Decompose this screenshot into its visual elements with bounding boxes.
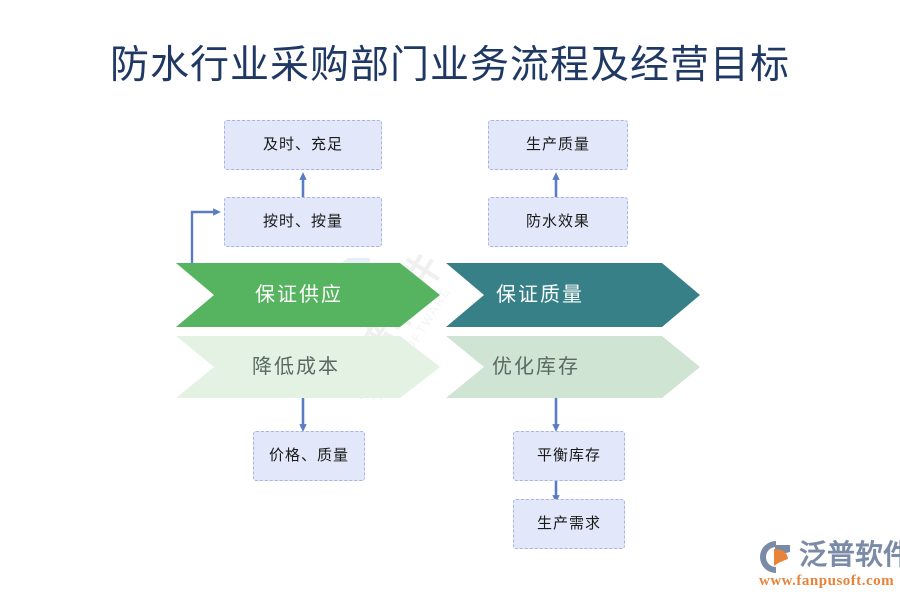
box-waterproof-effect[interactable]: 防水效果 bbox=[488, 197, 628, 247]
box-price-quality[interactable]: 价格、质量 bbox=[253, 431, 365, 481]
chevron-guarantee-supply bbox=[176, 263, 440, 327]
connector-supply-to-ontime bbox=[190, 208, 221, 263]
chevron-label-optimize-inventory: 优化库存 bbox=[492, 356, 580, 378]
box-timely-sufficient[interactable]: 及时、充足 bbox=[224, 120, 382, 170]
box-production-quality[interactable]: 生产质量 bbox=[488, 120, 628, 170]
box-production-demand[interactable]: 生产需求 bbox=[513, 499, 625, 549]
chevron-label-reduce-cost: 降低成本 bbox=[252, 356, 340, 378]
page-title: 防水行业采购部门业务流程及经营目标 bbox=[109, 44, 790, 87]
chevron-reduce-cost bbox=[176, 336, 440, 398]
box-on-time-on-quantity[interactable]: 按时、按量 bbox=[224, 197, 382, 247]
logo-name: 泛普软件 bbox=[799, 539, 900, 570]
logo-url: www.fanpusoft.com bbox=[759, 573, 895, 589]
chevron-label-guarantee-supply: 保证供应 bbox=[255, 284, 343, 306]
chevron-label-guarantee-quality: 保证质量 bbox=[496, 284, 584, 306]
chevron-guarantee-quality bbox=[446, 263, 700, 327]
chevron-optimize-inventory bbox=[446, 336, 700, 398]
fanpu-logo-icon bbox=[757, 540, 797, 579]
brand-logo[interactable]: 泛普软件 www.fanpusoft.com bbox=[757, 538, 900, 592]
box-balance-inventory[interactable]: 平衡库存 bbox=[513, 431, 625, 481]
